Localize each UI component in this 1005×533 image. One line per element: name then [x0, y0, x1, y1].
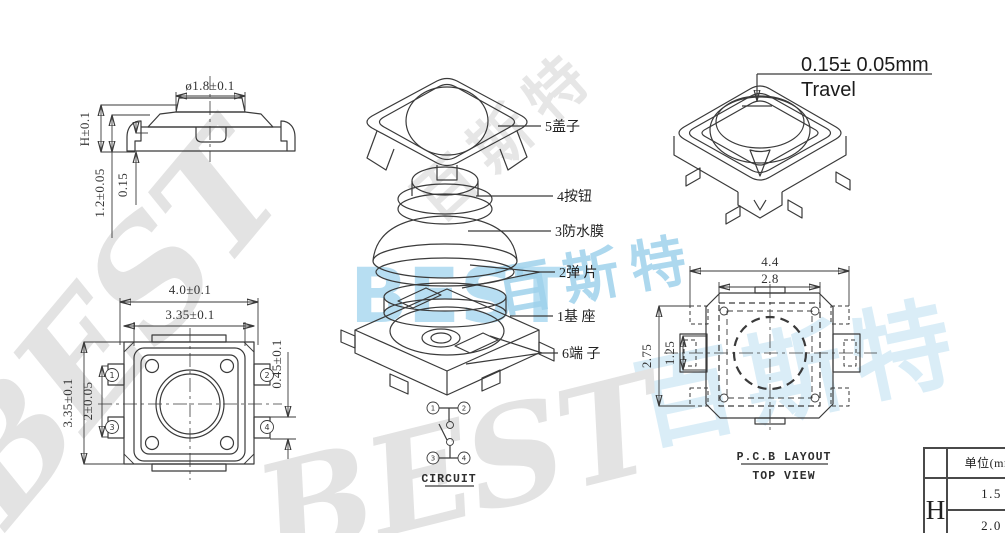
travel-label: Travel: [801, 79, 856, 101]
dim-step: 0.15: [115, 173, 130, 197]
circuit-contact: [446, 438, 454, 446]
part-label-spring: 2弹 片: [559, 265, 598, 281]
spec-table: 单位(mm) H 1.5 2.0: [923, 447, 1005, 533]
exploded-terminal: [538, 341, 555, 362]
front-cover: [133, 347, 246, 462]
dim-total-height: H±0.1: [77, 112, 92, 147]
perspective-terminal: [835, 171, 851, 191]
spec-table-body: H 1.5 2.0: [925, 479, 1005, 533]
exploded-membrane: [372, 215, 518, 287]
dim-terminal: 0.45±0.1: [269, 339, 284, 388]
exploded-terminal: [389, 373, 409, 395]
front-view: 1 2 3 4 4.0±0.1 3.35±0.1 3.35±0.1 2±0.05…: [60, 282, 296, 480]
perspective-terminal: [787, 199, 803, 219]
dim-pcb-inner-width: 2.8: [761, 271, 778, 286]
circuit-switch-arm: [438, 423, 448, 441]
spec-table-corner-cell: [925, 449, 948, 477]
dim-pcb-outer-width: 4.4: [761, 254, 779, 269]
side-view: ø1.8±0.1 H±0.1 1.2±0.05 0.15: [77, 76, 296, 238]
circuit-pin-4: 4: [462, 455, 467, 463]
watermark-best-bottom: BEST: [238, 340, 685, 533]
exploded-view: 5盖子 4按钮 3防水膜 2弹 片 1基 座 6端 子: [340, 77, 604, 396]
dim-outer-width: 4.0±0.1: [169, 282, 211, 297]
front-corner-clip: [219, 358, 235, 374]
circuit-pin-2: 2: [462, 405, 466, 413]
pcb-corner-pad: [689, 305, 709, 325]
dim-pcb-inner-height: 1.25: [662, 341, 677, 365]
pcb-corner-pad: [689, 387, 709, 407]
dim-pin-span: 2±0.05: [80, 382, 95, 421]
spec-table-header-row: 单位(mm): [925, 449, 1005, 479]
exploded-leaders: [461, 125, 558, 365]
travel-value: 0.15± 0.05mm: [801, 54, 929, 76]
circuit-pin-3: 3: [431, 455, 435, 463]
dim-body-height: 1.2±0.05: [92, 168, 107, 217]
exploded-terminal: [481, 369, 501, 392]
perspective-terminal: [725, 205, 741, 225]
pin-2-bubble: [260, 368, 274, 382]
circuit-pin-2-bubble: [457, 401, 471, 415]
pin-3-number: 3: [109, 423, 114, 432]
circuit-pin-1: 1: [431, 405, 435, 413]
watermark-brand-top: 百斯特: [401, 35, 613, 236]
circuit-pin-3-bubble: [426, 451, 440, 465]
circuit-label: CIRCUIT: [421, 473, 476, 486]
perspective-view: 0.15± 0.05mm Travel: [673, 54, 932, 225]
exploded-button: [397, 166, 493, 225]
side-right-pin: [280, 120, 296, 152]
pin-2-number: 2: [264, 371, 269, 380]
dim-outer-height: 3.35±0.1: [60, 378, 75, 427]
front-corner-clip: [219, 435, 235, 451]
circuit-pin-4-bubble: [457, 451, 471, 465]
spec-table-value-2: 2.0: [981, 518, 1002, 533]
side-center-notch: [195, 127, 227, 143]
part-label-base: 1基 座: [557, 308, 596, 325]
pcb-corner-pad: [830, 387, 850, 407]
pin-3-bubble: [105, 420, 119, 434]
pcb-top-view-subtitle: TOP VIEW: [752, 470, 815, 483]
pin-1-number: 1: [109, 371, 114, 380]
dim-cover-width: 3.35±0.1: [165, 307, 214, 322]
circuit-contact: [446, 421, 454, 429]
front-corner-clip: [144, 435, 160, 451]
spec-table-parameter: H: [925, 479, 948, 533]
part-label-cover: 5盖子: [545, 119, 580, 135]
exploded-base: [340, 287, 555, 396]
spec-table-value-1: 1.5: [948, 479, 1005, 511]
pin-1-bubble: [105, 368, 119, 382]
pcb-outline: [705, 292, 834, 419]
dim-knob-diameter: ø1.8±0.1: [185, 78, 234, 93]
dim-pcb-outer-height: 2.75: [639, 344, 654, 368]
spec-table-unit-header: 单位(mm): [964, 456, 1005, 470]
pcb-corner-pad: [830, 305, 850, 325]
perspective-terminal: [685, 167, 701, 187]
perspective-corner-spike: [749, 149, 771, 177]
exploded-terminal: [340, 329, 356, 349]
front-corner-clip: [144, 358, 160, 374]
pcb-layout-title: P.C.B LAYOUT: [737, 451, 832, 464]
circuit-pin-1-bubble: [426, 401, 440, 415]
side-left-pin: [126, 120, 142, 152]
circuit-diagram: 1 2 3 4 CIRCUIT: [421, 401, 476, 487]
pin-4-bubble: [260, 420, 274, 434]
pin-4-number: 4: [264, 423, 269, 432]
front-outer-body: [123, 341, 255, 465]
exploded-spring: [383, 282, 507, 328]
exploded-cover: [366, 77, 528, 181]
part-label-terminal: 6端 子: [562, 346, 601, 362]
watermark-best-blue: BEST: [350, 251, 567, 340]
part-label-button: 4按钮: [557, 189, 592, 205]
part-label-membrane: 3防水膜: [555, 224, 604, 240]
pcb-layout-view: 4.4 2.8 2.75 1.25 P.C.B LAYOUT TOP VIEW: [639, 254, 877, 483]
